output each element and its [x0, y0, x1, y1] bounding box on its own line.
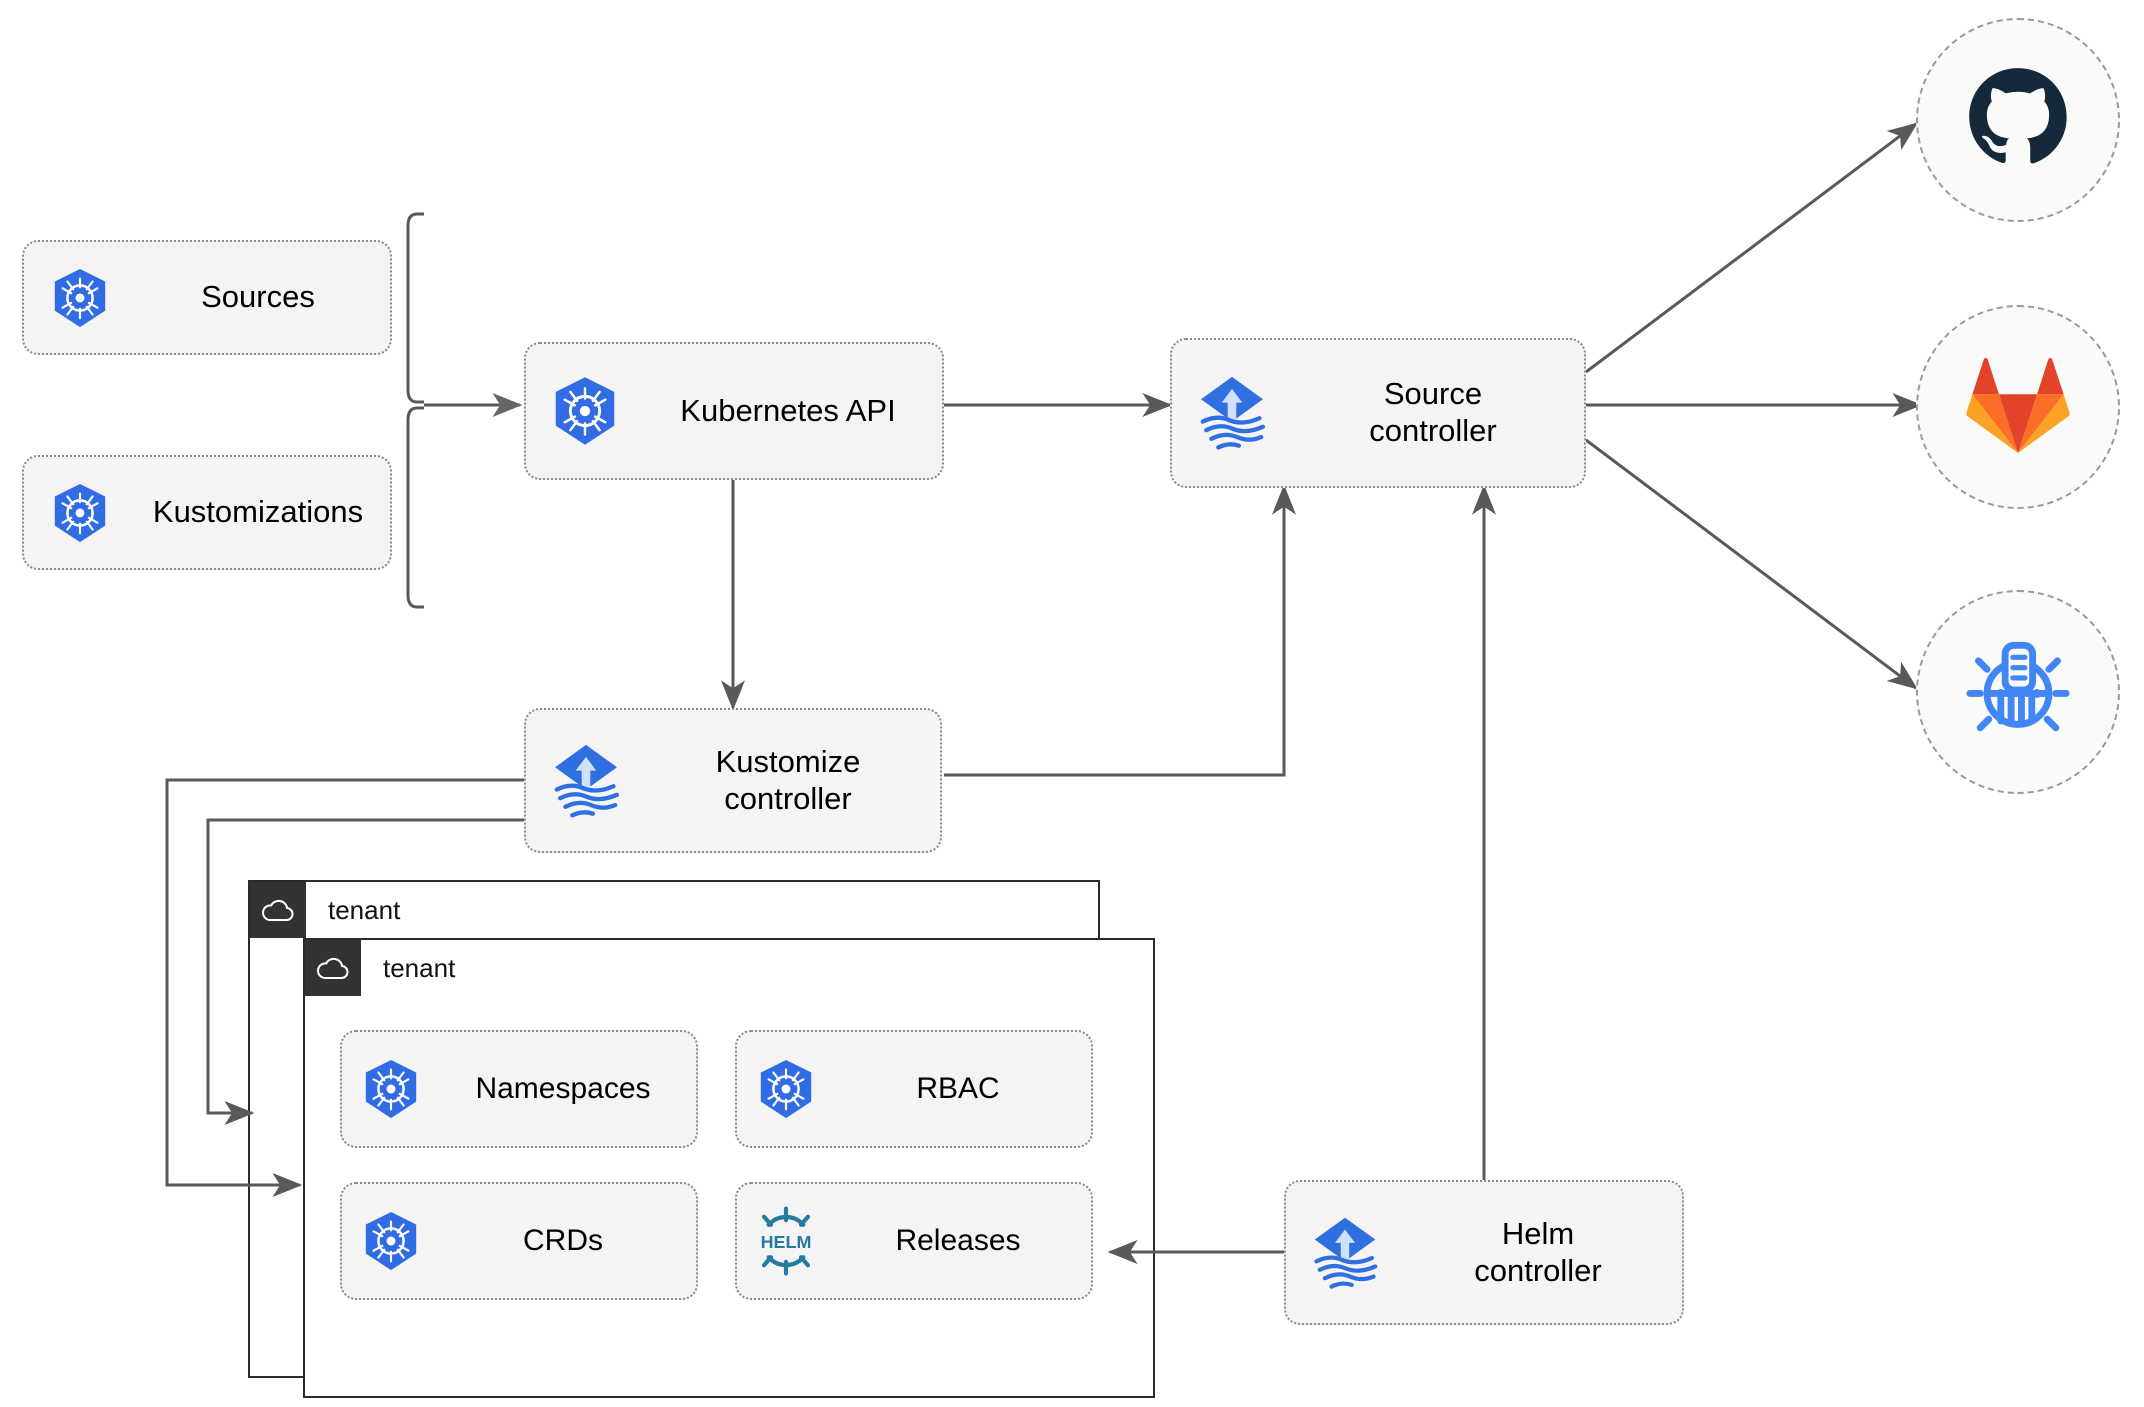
kubernetes-icon — [526, 375, 644, 447]
node-label: Kubernetes API — [680, 392, 896, 428]
flux-icon — [526, 738, 646, 824]
flux-icon — [1172, 370, 1292, 456]
node-sources[interactable]: Sources — [22, 240, 392, 355]
kubernetes-icon — [342, 1058, 440, 1120]
node-helm-controller[interactable]: Helm controller — [1284, 1180, 1684, 1325]
kubernetes-icon — [24, 267, 136, 329]
provider-helm-repository[interactable] — [1916, 590, 2120, 794]
helm-icon: HELM — [737, 1204, 835, 1278]
flux-icon — [1286, 1211, 1404, 1295]
node-label: Helm controller — [1474, 1215, 1602, 1288]
node-label: Sources — [201, 279, 315, 315]
node-kustomizations[interactable]: Kustomizations — [22, 455, 392, 570]
node-label: Source controller — [1369, 376, 1497, 448]
kubernetes-icon — [24, 482, 136, 544]
node-label: Kustomize controller — [715, 743, 861, 816]
node-namespaces[interactable]: Namespaces — [340, 1030, 698, 1148]
gitlab-icon — [1966, 355, 2070, 460]
node-label: Namespaces — [475, 1072, 651, 1106]
helm-repository-icon — [1963, 635, 2073, 750]
provider-github[interactable] — [1916, 18, 2120, 222]
github-icon — [1966, 66, 2070, 175]
kubernetes-icon — [737, 1058, 835, 1120]
provider-gitlab[interactable] — [1916, 305, 2120, 509]
node-source-controller[interactable]: Source controller — [1170, 338, 1586, 488]
tenant-header-outer: tenant — [250, 882, 427, 938]
node-releases[interactable]: HELM Releases — [735, 1182, 1093, 1300]
node-label: RBAC — [916, 1072, 1000, 1106]
svg-text:HELM: HELM — [761, 1232, 812, 1252]
kubernetes-icon — [342, 1210, 440, 1272]
tenant-label: tenant — [306, 882, 427, 938]
tenant-frame-inner[interactable] — [303, 938, 1155, 1398]
tenant-header-inner: tenant — [305, 940, 482, 996]
node-kubernetes-api[interactable]: Kubernetes API — [524, 342, 944, 480]
node-crds[interactable]: CRDs — [340, 1182, 698, 1300]
node-label: CRDs — [523, 1224, 603, 1258]
node-kustomize-controller[interactable]: Kustomize controller — [524, 708, 942, 853]
node-label: Releases — [895, 1224, 1021, 1258]
node-rbac[interactable]: RBAC — [735, 1030, 1093, 1148]
tenant-label: tenant — [361, 940, 482, 996]
cloud-icon — [250, 882, 306, 938]
cloud-icon — [305, 940, 361, 996]
node-label: Kustomizations — [152, 494, 364, 530]
